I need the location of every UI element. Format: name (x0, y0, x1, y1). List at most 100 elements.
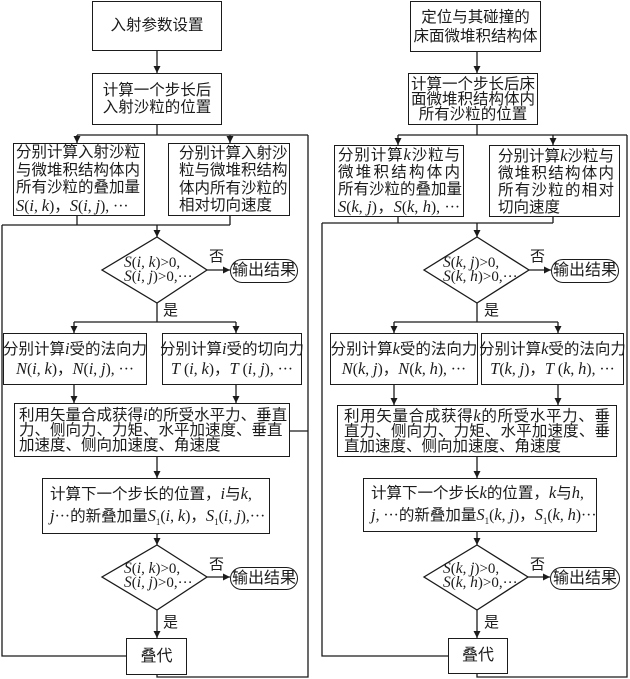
text-segment: )>0, (155, 255, 181, 271)
text-line: S(k, h)>0,··· (443, 268, 518, 285)
text-segment: )， (208, 361, 230, 378)
math-variable: j (260, 359, 265, 378)
text-segment: ), ··· (105, 361, 135, 378)
text-segment: 分别计算 (338, 147, 404, 164)
math-variable: k (403, 145, 411, 164)
text-segment: , (170, 508, 178, 525)
math-variable: k (177, 506, 186, 525)
text-segment: 分别计算入射沙 (179, 144, 288, 162)
math-variable: T (544, 359, 555, 378)
text-segment: 叠代 (461, 647, 494, 664)
math-variable: k (548, 483, 557, 502)
text-segment: 与 (556, 485, 572, 502)
text-line: 计算下一个步长的位置，i与k, (50, 483, 269, 505)
text-segment: , (141, 561, 149, 577)
output-result-label: 输出结果 (231, 262, 296, 279)
text-segment: )>0,··· (477, 575, 518, 591)
decision-diamond-1 (422, 236, 531, 304)
text-segment: ( (409, 361, 415, 378)
no-label-1: 否 (209, 249, 225, 265)
text-segment: , (414, 199, 423, 216)
text-segment: 体内所有沙粒的 (179, 179, 288, 197)
output-result-terminal-2: 输出结果 (230, 567, 298, 590)
text-segment: 面微堆积结构体内 (410, 90, 535, 108)
output-result-label: 输出结果 (552, 262, 617, 279)
output-result-terminal-1: 输出结果 (551, 259, 619, 283)
relative-velocity-box: 分别计算入射沙粒与微堆积结构体内所有沙粒的相对切向速度 (168, 143, 290, 216)
text-segment: , (365, 361, 374, 378)
text-segment: 直加速度、侧向加速度、角速度 (344, 438, 562, 455)
math-variable: S (124, 574, 132, 591)
text-segment: , (141, 575, 149, 591)
text-line: 叠代 (462, 647, 494, 665)
text-segment: 分别计算 (479, 341, 542, 358)
text-segment: ( (180, 361, 190, 378)
math-variable: i (136, 254, 142, 271)
math-variable: k (392, 339, 400, 358)
text-segment: 微堆积结构体内 (338, 164, 460, 181)
text-segment: 分别计算入射沙粒 (16, 144, 141, 161)
math-variable: j (148, 268, 153, 285)
math-variable: i (220, 484, 226, 503)
iterate-box: 叠代 (448, 638, 508, 674)
text-segment: 所有沙粒的叠加量 (338, 181, 463, 198)
text-segment: ( (26, 361, 33, 378)
math-variable: k (560, 145, 568, 165)
text-line: 粒与微堆积结构 (179, 162, 289, 180)
text-segment: 力、侧向力、力矩、水平加速度、垂直 (19, 422, 283, 439)
text-segment: 沙粒与 (410, 147, 460, 164)
text-line: j, ···的新叠加量S1(k, j)，S1(k, h)··· (371, 504, 597, 528)
math-variable: N (72, 359, 84, 378)
math-variable: T (229, 359, 239, 378)
text-segment: 分别计算 (2, 341, 65, 358)
math-variable: i (223, 506, 229, 525)
math-variable: k (148, 254, 156, 271)
text-segment: 直力、侧向力、力矩、水平加速度、垂 (344, 423, 610, 440)
text-segment: )， (371, 199, 394, 216)
text-line: 所有沙粒的叠加量 (338, 181, 463, 198)
text-segment: , (193, 361, 202, 378)
text-line: 所有沙粒的叠加量 (16, 179, 144, 197)
math-variable: S (124, 254, 132, 271)
text-line: 利用矢量合成获得k的所受水平力、垂 (344, 407, 610, 424)
math-variable: j (236, 506, 241, 525)
math-variable: h (429, 359, 438, 378)
text-segment: ( (131, 255, 137, 271)
text-segment: ( (83, 361, 89, 378)
math-variable: N (15, 359, 27, 378)
text-line: 分别计算k沙粒与 (498, 147, 614, 165)
text-segment: 受的法向力 (548, 341, 626, 358)
text-line: 力、侧向力、力矩、水平加速度、垂直 (19, 422, 289, 439)
iterate-box: 叠代 (126, 638, 187, 675)
math-subscript: 1 (542, 516, 548, 526)
text-segment: 受的法向力 (399, 341, 478, 358)
text-segment: ( (450, 561, 456, 577)
text-segment: 计算下一个步长 (371, 485, 480, 502)
text-segment: , (511, 361, 520, 378)
math-variable: k (479, 483, 487, 502)
text-segment: ( (131, 575, 137, 591)
text-segment: , (252, 361, 261, 378)
math-variable: i (136, 560, 142, 577)
math-variable: i (189, 359, 194, 378)
math-variable: i (165, 506, 171, 525)
decision-1-condition: S(k, j)>0,S(k, h)>0,··· (443, 255, 518, 285)
text-segment: 所有沙粒的相对 (498, 181, 614, 199)
text-segment: ), ··· (431, 199, 461, 216)
text-segment: 计算下一个步长的位置， (50, 486, 221, 503)
next-step-position-box: 计算下一个步长k的位置，k与h,j, ···的新叠加量S1(k, j)，S1(k… (363, 478, 597, 532)
text-line: 体内所有沙粒的 (179, 180, 289, 198)
math-variable: h (567, 505, 576, 524)
math-variable: S (443, 574, 451, 591)
text-segment: ( (554, 361, 564, 378)
math-variable: k (455, 268, 463, 285)
text-line: 面微堆积结构体内 (410, 90, 535, 108)
text-line: 分别计算k沙粒与 (338, 146, 460, 164)
yes-label-2: 是 (484, 615, 500, 631)
math-variable: N (341, 359, 353, 378)
math-variable: k (455, 560, 463, 577)
text-line: 分别计算入射沙 (179, 145, 289, 163)
